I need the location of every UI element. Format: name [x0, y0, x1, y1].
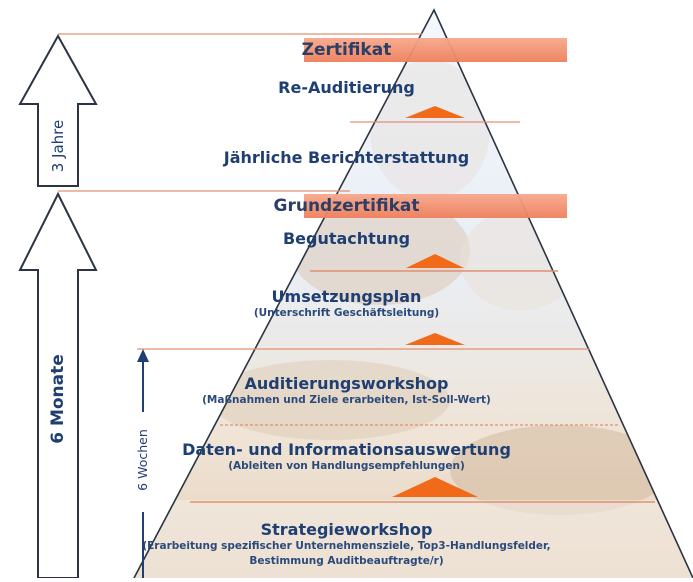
arrow-6-wochen-head-icon [137, 349, 149, 362]
level-datenauswertung-title: Daten- und Informationsauswertung [182, 440, 511, 459]
label-3-jahre: 3 Jahre [49, 119, 67, 173]
arrow-marker-re-auditierung [405, 106, 465, 118]
level-zertifikat-title: Zertifikat [301, 40, 392, 60]
level-strategieworkshop-subtitle-2: Bestimmung Auditbeauftragte/r) [249, 555, 444, 567]
arrow-3-jahre-icon [18, 33, 98, 187]
arrow-marker-umsetzungsplan [405, 333, 465, 345]
level-auditierungsworkshop-title: Auditierungsworkshop [244, 374, 449, 393]
level-grundzertifikat-title: Grundzertifikat [273, 196, 420, 216]
pyramid-body [134, 10, 693, 578]
level-datenauswertung-subtitle: (Ableiten von Handlungsempfehlungen) [228, 460, 465, 472]
pyramid-outline [133, 8, 693, 579]
level-strategieworkshop-title: Strategieworkshop [260, 520, 433, 539]
band-grundzertifikat [304, 194, 567, 218]
level-umsetzungsplan-subtitle: (Unterschrift Geschäftsleitung) [253, 307, 440, 319]
level-umsetzungsplan-title: Umsetzungsplan [271, 287, 422, 306]
arrow-marker-auswertung [392, 477, 478, 497]
level-begutachtung-title: Begutachtung [282, 229, 411, 248]
band-zertifikat [304, 38, 567, 62]
level-auditierungsworkshop-subtitle: (Maßnahmen und Ziele erarbeiten, Ist-Sol… [202, 394, 491, 406]
level-berichterstattung-title: Jährliche Berichterstattung [223, 148, 470, 167]
level-strategieworkshop-subtitle-1: (Erarbeitung spezifischer Unternehmenszi… [142, 540, 551, 552]
arrow-marker-begutachtung [406, 254, 464, 268]
level-re-auditierung-title: Re-Auditierung [278, 78, 415, 97]
